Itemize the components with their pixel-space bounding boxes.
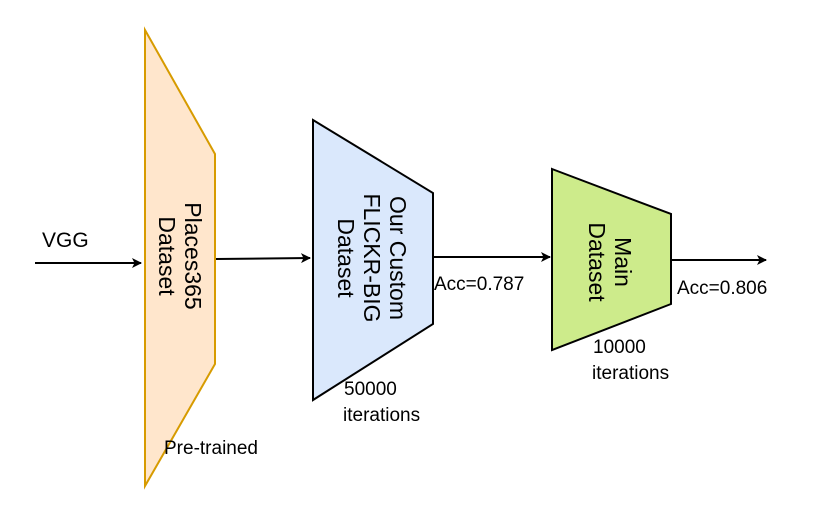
main-dataset-trapezoid [551, 167, 672, 352]
flickr-big-trapezoid [312, 118, 434, 402]
main-dataset-title-line-2: Dataset [584, 222, 610, 302]
places365-title-line-2: Dataset [154, 216, 180, 296]
flickr-big-title-line-3: Dataset [333, 218, 359, 298]
main-dataset-title-line-1: Main [610, 237, 636, 287]
places365-trapezoid [144, 26, 216, 490]
main-iterations-label: iterations [592, 363, 670, 384]
main-iterations-count: 10000 [593, 337, 646, 358]
main-accuracy: Acc=0.806 [677, 278, 768, 299]
places365-title: Places365 Dataset [154, 202, 206, 309]
flickr-accuracy: Acc=0.787 [434, 274, 525, 295]
arrow-places-to-flickr [215, 253, 311, 264]
flickr-iterations-label: iterations [343, 405, 421, 426]
pretrained-caption: Pre-trained [164, 438, 258, 459]
flickr-big-title-line-1: Our Custom [385, 196, 411, 320]
flickr-big-title-line-2: FLICKR-BIG [359, 193, 385, 323]
flickr-iterations-count: 50000 [344, 379, 397, 400]
main-dataset-title: Main Dataset [584, 222, 636, 301]
places365-title-line-1: Places365 [180, 202, 206, 310]
vgg-label: VGG [42, 229, 89, 252]
flickr-big-title: Our Custom FLICKR-BIG Dataset [333, 193, 411, 322]
